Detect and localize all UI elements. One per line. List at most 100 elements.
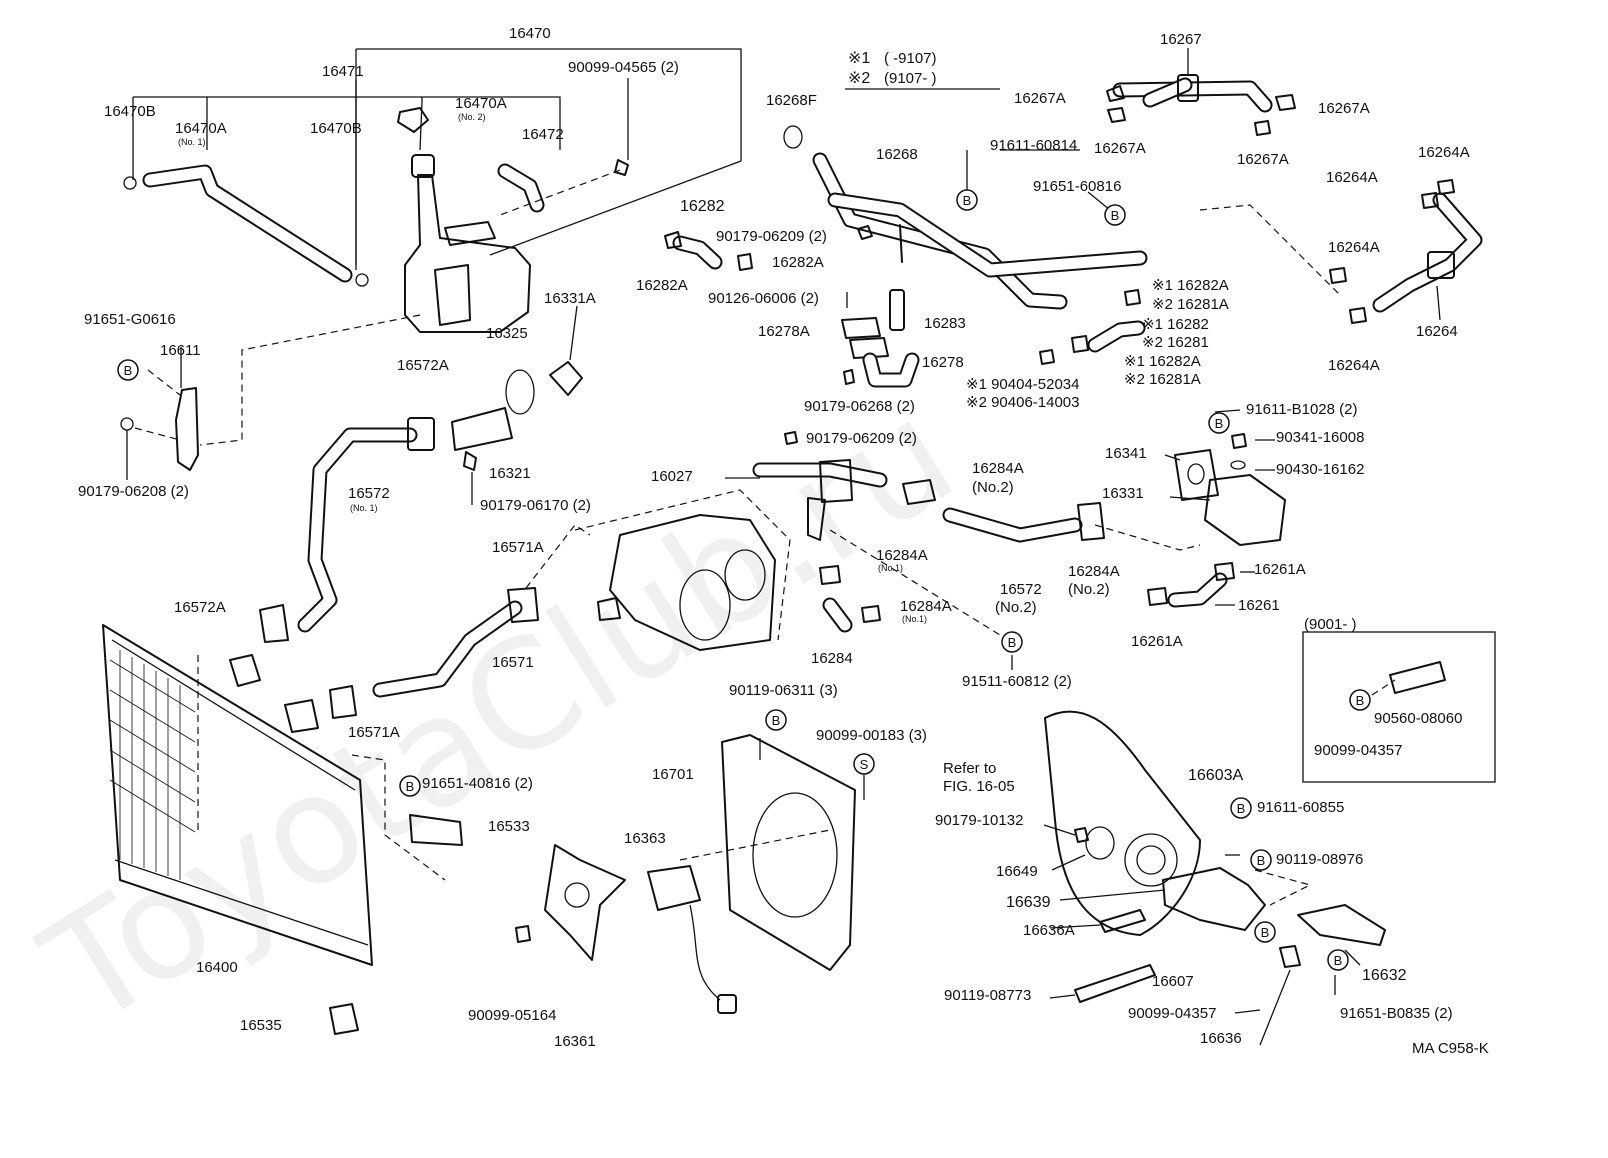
label-91651-60816: 91651-60816 — [1033, 178, 1121, 195]
label-16325: 16325 — [486, 325, 528, 342]
label-16267a: 16267A — [1318, 100, 1370, 117]
label-16632: 16632 — [1362, 967, 1407, 984]
svg-text:B: B — [124, 363, 133, 378]
svg-text:B: B — [1111, 208, 1120, 223]
b-marker-icon: B — [1104, 204, 1126, 226]
label-16264a: 16264A — [1326, 169, 1378, 186]
lower-radiator-hose-group — [329, 524, 591, 719]
label-16470b: 16470B — [104, 103, 156, 120]
label-90119-06311: 90119-06311 (3) — [729, 682, 838, 699]
svg-text:B: B — [1237, 801, 1246, 816]
hose-16267 — [1106, 48, 1296, 136]
label-90099-04565: 90099-04565 (2) — [568, 59, 679, 76]
label-16278: 16278 — [922, 354, 964, 371]
b-marker-icon: B — [1349, 689, 1371, 711]
label-16264a: 16264A — [1328, 357, 1380, 374]
label-90179-06208: 90179-06208 (2) — [78, 483, 189, 500]
radiator-16400 — [102, 624, 463, 1035]
svg-text:(No.2): (No.2) — [1068, 581, 1110, 598]
label-note2-16281: ※2 16281 — [1142, 334, 1209, 351]
heater-pipe-16268 — [783, 125, 1341, 310]
b-marker-icon: B — [765, 709, 787, 731]
label-16268f: 16268F — [766, 92, 817, 109]
label-16268: 16268 — [876, 146, 918, 163]
label-16636: 16636 — [1200, 1030, 1242, 1047]
label-16470: 16470 — [509, 25, 551, 42]
svg-text:(No. 1): (No. 1) — [350, 503, 378, 513]
label-16639: 16639 — [1006, 894, 1051, 911]
label-90179-06209: 90179-06209 (2) — [716, 228, 827, 245]
label-90099-00183: 90099-00183 (3) — [816, 727, 927, 744]
label-16572: 16572 — [1000, 581, 1042, 598]
leader-lines — [725, 149, 1361, 1046]
label-90179-06170: 90179-06170 (2) — [480, 497, 591, 514]
svg-text:(No.1): (No.1) — [878, 563, 903, 573]
b-marker-icon: B — [117, 359, 139, 381]
fan-assembly — [515, 734, 865, 1014]
label-16363: 16363 — [624, 830, 666, 847]
label-16282: 16282 — [680, 198, 725, 215]
label-90560-08060: 90560-08060 — [1374, 710, 1462, 727]
b-marker-icon: B — [1254, 921, 1276, 943]
turbo-water-pipe-16027 — [574, 431, 1001, 651]
figure-code: MA C958-K — [1412, 1040, 1489, 1057]
label-90430-16162: 90430-16162 — [1276, 461, 1364, 478]
svg-text:B: B — [1261, 925, 1270, 940]
svg-text:B: B — [1257, 853, 1266, 868]
label-90179-06209: 90179-06209 (2) — [806, 430, 917, 447]
b-marker-icon: B — [1250, 849, 1272, 871]
label-16470b: 16470B — [310, 120, 362, 137]
label-note2-16281a: ※2 16281A — [1152, 296, 1229, 313]
label-90179-06268: 90179-06268 (2) — [804, 398, 915, 415]
refer-note-line2: FIG. 16-05 — [943, 778, 1015, 795]
label-90179-10132: 90179-10132 — [935, 812, 1023, 829]
belt-tensioner-group — [1044, 710, 1386, 1003]
svg-text:S: S — [860, 757, 869, 772]
note-mark-2: ※2 — [848, 70, 870, 87]
label-16261a: 16261A — [1131, 633, 1183, 650]
svg-text:(No. 2): (No. 2) — [458, 112, 486, 122]
label-16264a: 16264A — [1328, 239, 1380, 256]
label-91651-40816: 91651-40816 (2) — [422, 775, 533, 792]
hose-16264 — [1329, 179, 1483, 324]
label-16341: 16341 — [1105, 445, 1147, 462]
label-16607: 16607 — [1152, 973, 1194, 990]
b-marker-icon: B — [399, 775, 421, 797]
label-90099-04357: 90099-04357 — [1314, 742, 1402, 759]
label-90099-05164: 90099-05164 — [468, 1007, 556, 1024]
svg-text:B: B — [1356, 693, 1365, 708]
label-note2-90406-14003: ※2 90406-14003 — [966, 394, 1080, 411]
svg-text:B: B — [772, 713, 781, 728]
label-16284a: 16284A — [876, 547, 928, 564]
label-16572a: 16572A — [397, 357, 449, 374]
svg-text:(No.2): (No.2) — [972, 479, 1014, 496]
label-16571a: 16571A — [348, 724, 400, 741]
label-16267a: 16267A — [1014, 90, 1066, 107]
label-16572: 16572 — [348, 485, 390, 502]
label-16533: 16533 — [488, 818, 530, 835]
b-marker-icon: B — [1208, 412, 1230, 434]
label-16264: 16264 — [1416, 323, 1458, 340]
label-16400: 16400 — [196, 959, 238, 976]
svg-text:B: B — [1215, 416, 1224, 431]
inset-box-title: (9001- ) — [1304, 616, 1357, 633]
label-note1-16282: ※1 16282 — [1142, 316, 1209, 333]
label-16267: 16267 — [1160, 31, 1202, 48]
label-90119-08773: 90119-08773 — [944, 987, 1031, 1004]
label-16361: 16361 — [554, 1033, 596, 1050]
note-text-1: ( -9107) — [884, 50, 937, 67]
svg-text:(No.2): (No.2) — [995, 599, 1037, 616]
b-marker-icon: B — [956, 189, 978, 211]
label-16572a: 16572A — [174, 599, 226, 616]
water-outlet-16331 — [1147, 433, 1286, 608]
label-90119-08976: 90119-08976 — [1276, 851, 1363, 868]
label-16261: 16261 — [1238, 597, 1280, 614]
label-16571: 16571 — [492, 654, 534, 671]
b-marker-icon: B — [1230, 797, 1252, 819]
b-marker-icon: B — [1327, 949, 1349, 971]
label-91611-60814: 91611-60814 — [990, 137, 1077, 154]
label-16284a: 16284A — [1068, 563, 1120, 580]
label-note1-16282a: ※1 16282A — [1124, 353, 1201, 370]
